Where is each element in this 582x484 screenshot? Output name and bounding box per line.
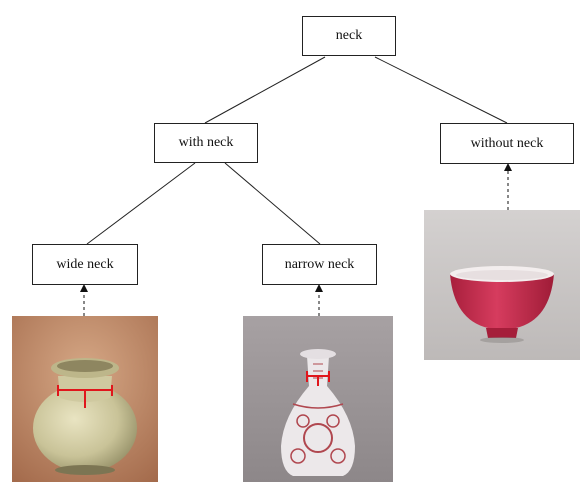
node-without-neck: without neck	[440, 123, 574, 164]
without-neck-vessel-image	[424, 210, 580, 360]
node-neck: neck	[302, 16, 396, 56]
node-wide-neck: wide neck	[32, 244, 138, 285]
edge-root-without-neck	[374, 56, 508, 124]
node-narrow-neck: narrow neck	[262, 244, 377, 285]
edge-with-neck-narrow-neck	[224, 162, 321, 245]
narrow-neck-vessel-image	[243, 316, 393, 482]
wide-neck-vessel-image	[12, 316, 158, 482]
edge-with-neck-wide-neck	[86, 162, 196, 245]
edge-root-with-neck	[204, 56, 326, 124]
node-with-neck: with neck	[154, 123, 258, 163]
